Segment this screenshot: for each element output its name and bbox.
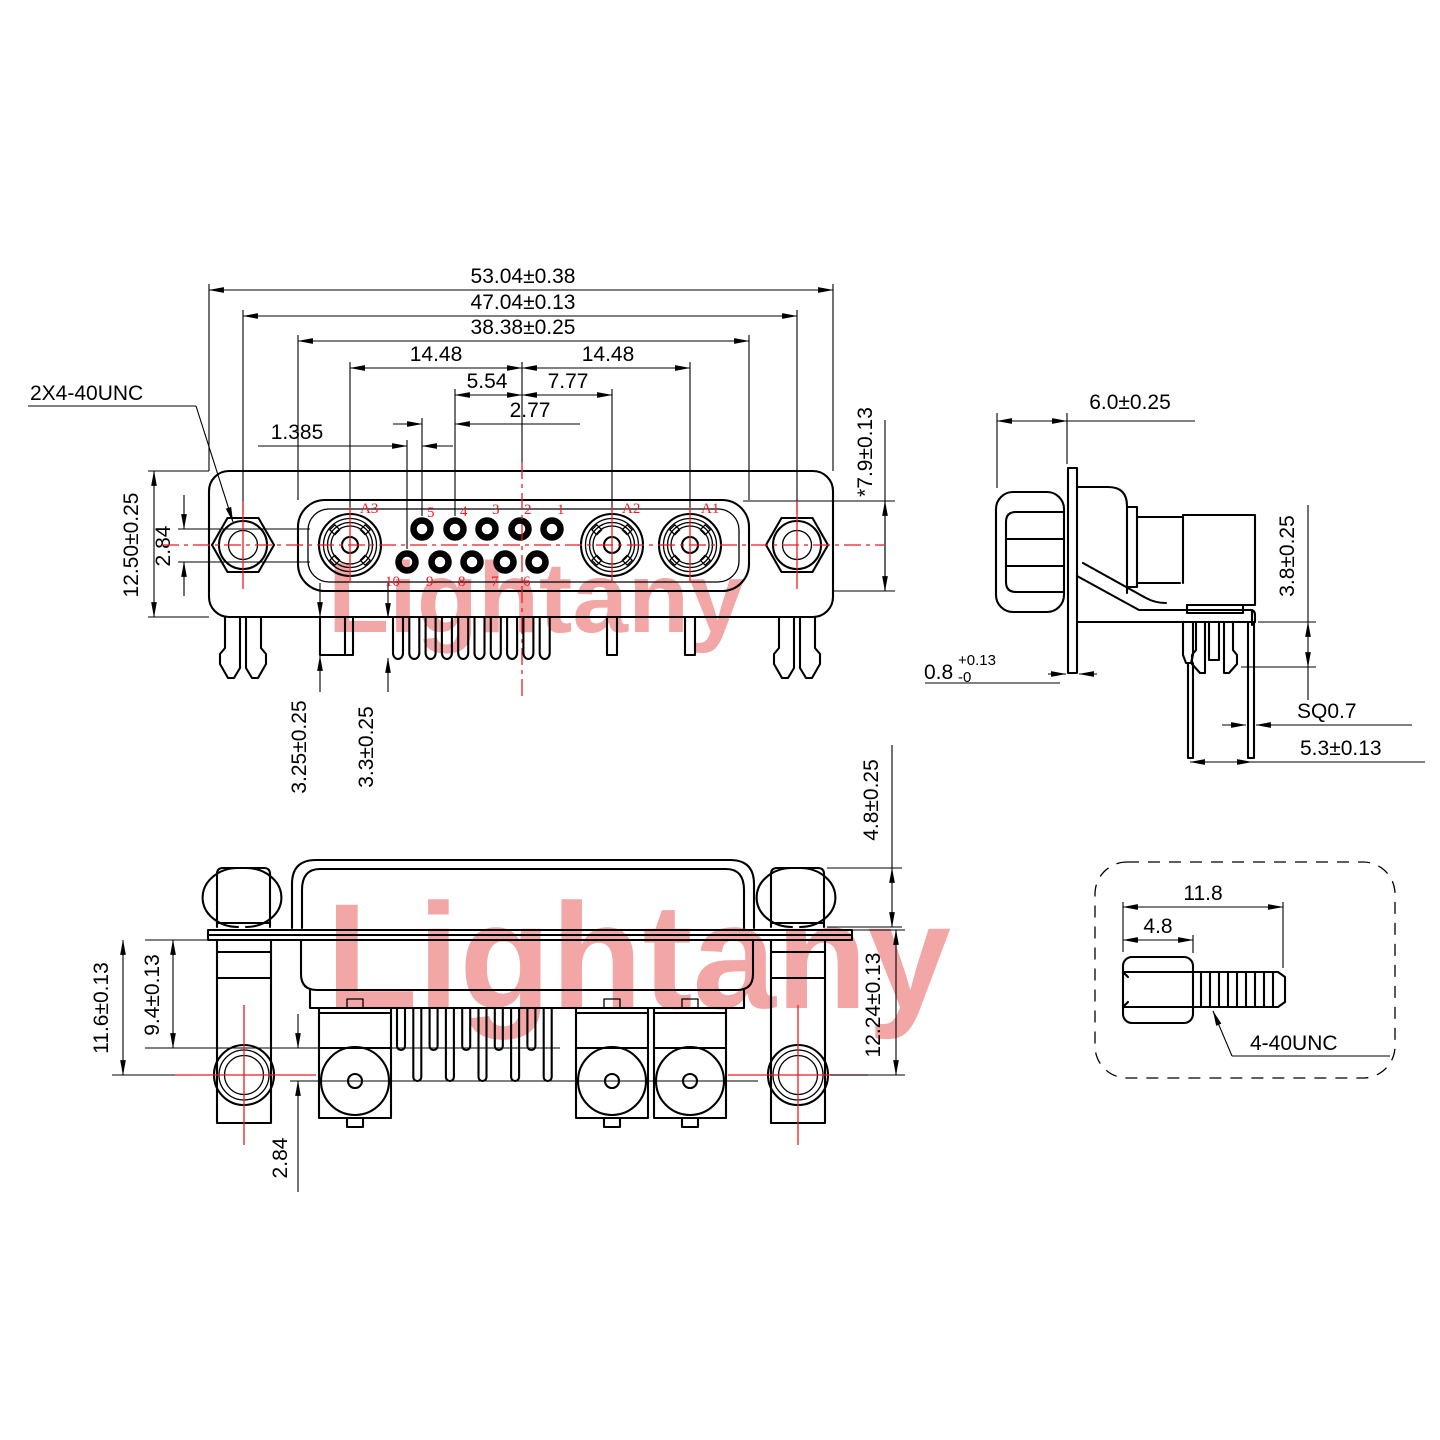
bottom-centerlines [145, 1005, 868, 1145]
pin-label-2: 2 [524, 502, 532, 518]
dim-tab-depth: 3.25±0.25 [288, 700, 311, 793]
dim-pin-row-span: 5.3±0.13 [1300, 737, 1382, 760]
front-view: 53.04±0.38 47.04±0.13 38.38±0.25 14.48 1… [28, 265, 895, 794]
signal-pins [395, 517, 564, 574]
dim-flange: 0.8 [924, 661, 953, 684]
dim-standoff: 3.8±0.25 [1276, 515, 1299, 597]
thread-label-detail: 4-40UNC [1250, 1032, 1338, 1055]
dim-axis-depth: 12.24±0.13 [862, 953, 885, 1058]
dim-777: 7.77 [548, 370, 589, 393]
dim-nut-height: 4.8±0.25 [860, 759, 883, 841]
pin-label-10: 10 [385, 574, 400, 590]
dim-row-offset: 2.84 [269, 1137, 292, 1178]
dim-coax-left: 14.48 [410, 343, 463, 366]
dim-jackscrew-span: 47.04±0.13 [471, 291, 576, 314]
screw-drawing [1121, 955, 1287, 1025]
dim-pin-tip-depth: 9.4±0.13 [141, 954, 164, 1036]
side-outline [994, 466, 1257, 760]
dim-shell-width: 38.38±0.25 [471, 316, 576, 339]
dim-screw-head: 4.8 [1143, 915, 1172, 938]
pin-label-9: 9 [426, 574, 434, 590]
contact-labels: A3 A2 A1 5 4 3 2 1 10 9 8 7 6 [360, 501, 719, 590]
dim-554: 5.54 [467, 370, 508, 393]
detail-box [1094, 861, 1396, 1079]
dim-pin-shoulder: 3.3±0.25 [355, 706, 378, 788]
dim-flange-tol-plus: +0.13 [958, 652, 996, 669]
bottom-view: 9.4±0.13 11.6±0.13 2.84 4.8±0.25 12.24±0… [90, 745, 905, 1192]
dim-shell-height: *7.9±0.13 [854, 407, 877, 497]
thread-label-front: 2X4-40UNC [30, 382, 143, 405]
dim-row-gap: 2.84 [152, 525, 175, 566]
pin-label-4: 4 [460, 504, 468, 520]
pin-label-3: 3 [492, 502, 500, 518]
dim-boardlock-depth: 11.6±0.13 [90, 962, 113, 1054]
dim-overall-width: 53.04±0.38 [471, 265, 576, 288]
pin-label-7: 7 [491, 574, 499, 590]
bottom-outline [201, 858, 854, 1129]
dim-pin-square: SQ0.7 [1297, 700, 1357, 723]
front-extension-lines [148, 284, 895, 618]
bottom-circles [212, 1043, 830, 1117]
pin-label-5: 5 [427, 505, 435, 521]
pin-label-1: 1 [557, 502, 565, 518]
bottom-dimensions [112, 745, 905, 1192]
label-a3: A3 [360, 501, 378, 517]
front-dimension-lines [28, 287, 888, 692]
front-centerlines [162, 462, 884, 698]
side-view: 6.0±0.25 3.8±0.25 0.8 +0.13 -0 SQ0.7 5.3… [924, 391, 1425, 765]
dim-stagger: 1.385 [271, 421, 324, 444]
label-a2: A2 [622, 501, 640, 517]
dim-pitch: 2.77 [510, 399, 551, 422]
front-feet [218, 615, 822, 680]
label-a1: A1 [701, 501, 719, 517]
screw-detail: 11.8 4.8 4-40UNC [1094, 861, 1396, 1079]
watermark-bottom: Lightany [326, 872, 951, 1040]
dim-screw-length: 11.8 [1183, 882, 1222, 905]
side-dimensions [925, 413, 1425, 765]
watermark-front: Lightany [328, 542, 745, 654]
dim-body-height: 12.50±0.25 [120, 493, 143, 598]
pin-label-6: 6 [523, 574, 531, 590]
dim-mount-depth: 6.0±0.25 [1089, 391, 1171, 414]
screw-dimensions [1122, 902, 1390, 1057]
pin-label-8: 8 [458, 574, 466, 590]
dim-flange-tol-minus: -0 [958, 669, 971, 686]
dim-coax-right: 14.48 [582, 343, 635, 366]
